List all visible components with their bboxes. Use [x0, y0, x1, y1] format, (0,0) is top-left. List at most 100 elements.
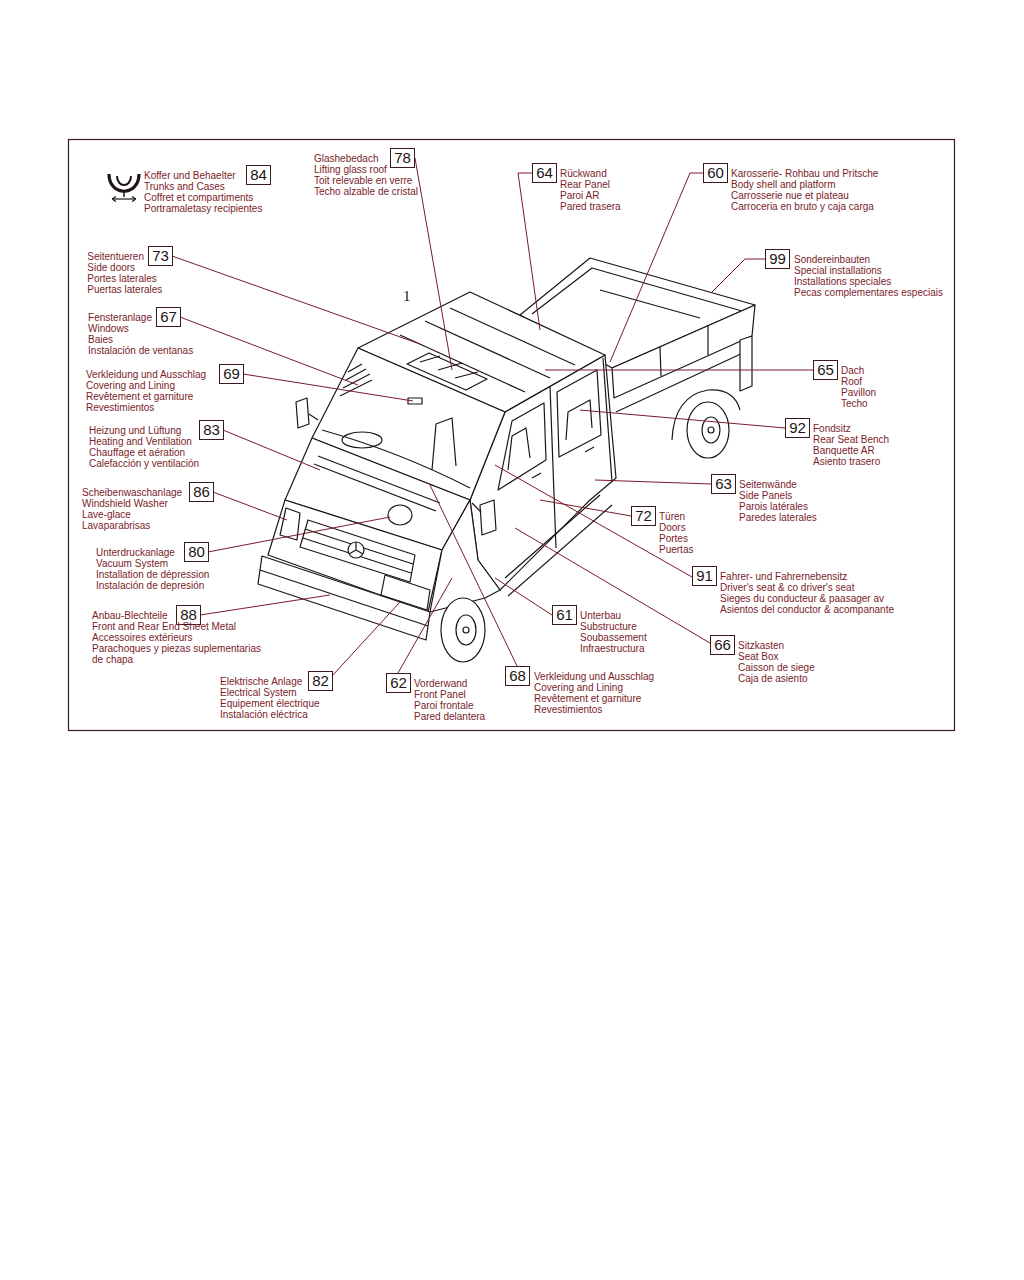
callout-box: 82Elektrische AnlageElectrical SystemEqu…: [308, 671, 333, 691]
callout-text: SeitentuerenSide doorsPortes lateralesPu…: [87, 251, 162, 295]
callout-text: UnterbauSubstructureSoubassementInfraest…: [580, 610, 647, 654]
roof-rib: [450, 308, 575, 365]
star-emblem: [349, 542, 363, 554]
leader-line: [495, 465, 692, 577]
part-name: Instalación de depresión: [96, 580, 204, 591]
part-name: Rückwand: [560, 168, 607, 179]
part-name: Karosserie- Rohbau und Pritsche: [731, 168, 878, 179]
part-name: Caja de asiento: [738, 673, 808, 684]
window-hatch: [346, 369, 366, 380]
window-hatch: [348, 364, 362, 372]
part-name: Chauffage et aération: [89, 447, 185, 458]
door-handle: [532, 473, 541, 478]
bumper: [258, 556, 430, 640]
part-name: Pared delantera: [414, 711, 485, 722]
right-mirror: [480, 500, 496, 535]
callout-number: 73: [149, 247, 172, 265]
front-wheel: [441, 598, 485, 662]
vehicle-drawing: [258, 258, 755, 662]
callout-box: 64RückwandRear PanelParoi ARPared traser…: [532, 163, 557, 183]
part-name: Caisson de siege: [738, 662, 815, 673]
callout-text: SeitenwändeSide PanelsParois latéralesPa…: [739, 479, 817, 523]
leader-line: [243, 374, 413, 401]
door-line: [550, 386, 556, 548]
callout-text: Anbau-BlechteileFront and Rear End Sheet…: [92, 610, 268, 665]
callout-box: 80UnterdruckanlageVacuum SystemInstallat…: [184, 542, 209, 562]
part-name: Anbau-Blechteile: [92, 610, 168, 621]
callout-box: 78GlashebedachLifting glass roofToit rel…: [390, 148, 415, 168]
part-name: Vacuum System: [96, 558, 168, 569]
callout-box: 72TürenDoorsPortesPuertas: [631, 506, 656, 526]
seat-back: [508, 428, 530, 470]
underbody: [508, 505, 612, 596]
part-name: Accessoires extérieurs: [92, 632, 193, 643]
part-name: Paredes laterales: [739, 512, 817, 523]
callout-number: 69: [220, 365, 243, 383]
part-name: Sondereinbauten: [794, 254, 870, 265]
step: [505, 495, 600, 578]
glass-roof-hatch: [438, 363, 462, 370]
leader-line: [332, 602, 400, 676]
part-name: Heating and Ventilation: [89, 436, 192, 447]
callout-text: SitzkastenSeat BoxCaisson de siegeCaja d…: [738, 640, 815, 684]
front-fender: [430, 500, 500, 612]
platform-slat: [600, 290, 700, 318]
part-name: Rear Panel: [560, 179, 610, 190]
part-name: Asiento trasero: [813, 456, 880, 467]
leader-line: [180, 317, 358, 385]
part-name: Revêtement et garniture: [534, 693, 641, 704]
leader-line: [208, 517, 390, 552]
callout-box: 92FondsitzRear Seat BenchBanquette ARAsi…: [785, 418, 810, 438]
part-name: Sieges du conducteur & paasager av: [720, 593, 884, 604]
callout-text: UnterdruckanlageVacuum SystemInstallatio…: [96, 547, 209, 591]
part-name: Front and Rear End Sheet Metal: [92, 621, 236, 632]
part-name: Side doors: [87, 262, 135, 273]
callout-number: 68: [506, 667, 529, 685]
part-name: Paroi frontale: [414, 700, 473, 711]
callout-text: Elektrische AnlageElectrical SystemEquip…: [220, 676, 320, 720]
callout-text: FensteranlageWindowsBaiesInstalación de …: [88, 312, 193, 356]
part-name: Revêtement et garniture: [86, 391, 193, 402]
steering-wheel: [342, 432, 382, 448]
part-name: Rear Seat Bench: [813, 434, 889, 445]
co-driver-seat: [432, 418, 456, 470]
part-name: Verkleidung und Ausschlag: [86, 369, 206, 380]
part-name: Equipement électrique: [220, 698, 320, 709]
part-name: Puertas laterales: [87, 284, 162, 295]
part-name: Roof: [841, 376, 862, 387]
part-name: Driver's seat & co driver's seat: [720, 582, 854, 593]
rear-door-window: [557, 370, 601, 457]
part-name: Side Panels: [739, 490, 792, 501]
door-line: [603, 358, 612, 482]
post-horn-loop: [117, 176, 131, 185]
callout-text: TürenDoorsPortesPuertas: [659, 511, 693, 555]
part-name: Paroi AR: [560, 190, 599, 201]
callout-number: 67: [157, 308, 180, 326]
part-name: Special installations: [794, 265, 882, 276]
leader-line: [518, 173, 540, 330]
leader-line: [495, 578, 552, 615]
star-emblem: [348, 542, 364, 558]
part-name: Lave-glace: [82, 509, 131, 520]
part-name: Verkleidung und Ausschlag: [534, 671, 654, 682]
part-name: Techo alzable de cristal: [314, 186, 418, 197]
glass-roof-hatch: [455, 372, 478, 378]
callout-number: 63: [712, 475, 735, 493]
leader-line: [172, 256, 420, 344]
hood-vent: [314, 464, 436, 511]
callout-box: 86ScheibenwaschanlageWindshield WasherLa…: [189, 482, 214, 502]
part-name: Body shell and platform: [731, 179, 836, 190]
callout-box: 88Anbau-BlechteileFront and Rear End She…: [176, 605, 201, 625]
part-name: Trunks and Cases: [144, 181, 225, 192]
callout-box: 84Koffer und BehaelterTrunks and CasesCo…: [246, 165, 271, 185]
rear-wheel: [687, 402, 729, 458]
part-name: Fondsitz: [813, 423, 851, 434]
part-name: Instalación eléctrica: [220, 709, 308, 720]
part-name: Techo: [841, 398, 868, 409]
callout-box: 66SitzkastenSeat BoxCaisson de siegeCaja…: [710, 635, 735, 655]
part-name: Substructure: [580, 621, 637, 632]
part-name: Carroceria en bruto y caja carga: [731, 201, 874, 212]
part-name: Elektrische Anlage: [220, 676, 302, 687]
part-name: Parois latérales: [739, 501, 808, 512]
